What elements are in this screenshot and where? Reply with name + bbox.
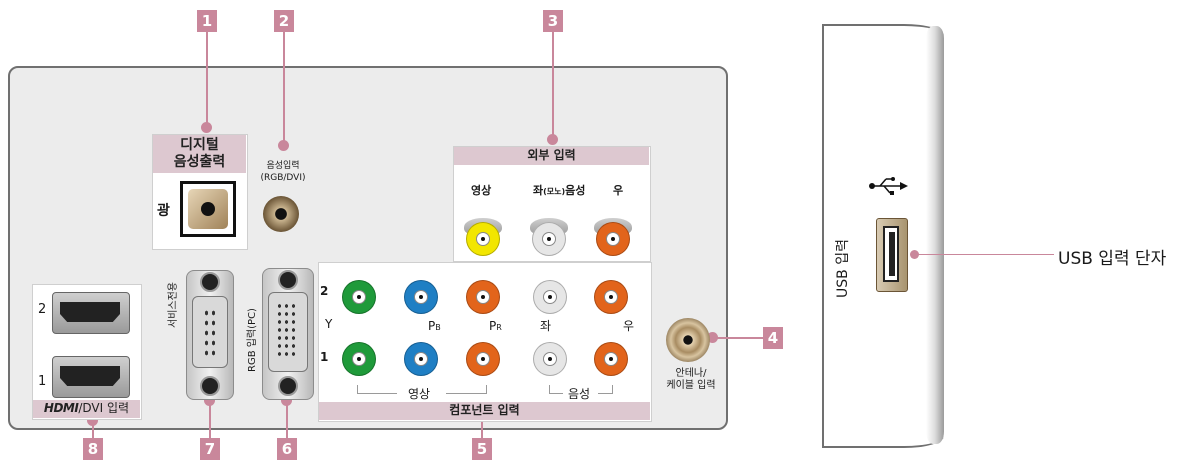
external-audio-label: 좌(모노)음성 <box>533 182 585 198</box>
leader-line-1 <box>206 32 208 126</box>
component-audio-bracket-right <box>598 393 612 394</box>
leader-line-4 <box>712 337 764 339</box>
antenna-jack <box>666 318 710 362</box>
usb-port-tongue <box>889 232 895 276</box>
component-pb-sub: B <box>435 323 441 332</box>
hdmi-1-port-slot <box>60 366 120 386</box>
component-y-2-jack <box>342 280 376 314</box>
digital-audio-out-header: 디지털 음성출력 <box>153 135 246 173</box>
component-pb-label: PB <box>428 319 441 333</box>
leader-dot-7 <box>204 395 215 406</box>
component-video-bracket-left-tick <box>357 385 358 394</box>
component-pr-p: P <box>489 319 497 333</box>
callout-1: 1 <box>197 10 217 32</box>
service-only-label: 서비스전용 <box>168 282 179 328</box>
leader-line-3 <box>552 32 554 138</box>
usb-input-label: USB 입력 <box>835 239 851 298</box>
component-video-bracket-right <box>446 393 486 394</box>
audio-in-jack <box>263 196 299 232</box>
hdmi-1-label: 1 <box>38 374 47 389</box>
component-audio-l-2-jack <box>533 280 567 314</box>
hdmi-2-label: 2 <box>38 302 47 317</box>
external-video-label: 영상 <box>471 184 492 197</box>
component-pr-2-jack <box>466 280 500 314</box>
component-audio-r-1-jack <box>594 342 628 376</box>
external-audio-word: 음성 <box>565 184 586 197</box>
hdmi-dvi-header: HDMI/DVI 입력 <box>33 400 140 418</box>
callout-6: 6 <box>277 438 297 460</box>
callout-8: 8 <box>83 438 103 460</box>
component-right-label: 우 <box>623 319 635 333</box>
callout-2: 2 <box>274 10 294 32</box>
leader-dot-8 <box>87 415 98 426</box>
component-video-bracket-left <box>357 393 397 394</box>
component-audio-r-2-jack <box>594 280 628 314</box>
service-port-screw-bottom <box>200 376 220 396</box>
component-row-2-label: 2 <box>320 284 329 298</box>
component-pr-label: PR <box>489 319 502 333</box>
component-input-header: 컴포넌트 입력 <box>319 402 650 420</box>
component-row-1-label: 1 <box>320 350 329 364</box>
rgb-port-pins <box>276 302 298 360</box>
external-video-jack <box>466 222 500 256</box>
component-left-label: 좌 <box>540 319 552 333</box>
leader-dot-6 <box>281 395 292 406</box>
external-mono-label: (모노) <box>543 187 566 196</box>
external-left-label: 좌 <box>533 184 544 197</box>
usb-leader-dot <box>910 250 919 259</box>
hdmi-logo: HDMI <box>43 401 79 415</box>
callout-5: 5 <box>472 438 492 460</box>
component-pb-1-jack <box>404 342 438 376</box>
callout-7: 7 <box>200 438 220 460</box>
hdmi-dvi-label: /DVI 입력 <box>78 401 130 415</box>
component-y-label: Y <box>325 317 333 331</box>
usb-terminal-label: USB 입력 단자 <box>1058 249 1167 269</box>
hdmi-2-port-slot <box>60 302 120 322</box>
optical-port-hole <box>201 202 215 216</box>
component-pb-2-jack <box>404 280 438 314</box>
component-y-1-jack <box>342 342 376 376</box>
component-audio-bracket-left <box>549 393 563 394</box>
component-pr-1-jack <box>466 342 500 376</box>
external-input-header: 외부 입력 <box>454 147 649 165</box>
callout-4: 4 <box>763 327 783 349</box>
usb-leader-line <box>918 254 1054 255</box>
component-audio-bracket-right-tick <box>612 385 613 394</box>
rgb-port-screw-top <box>278 270 298 290</box>
leader-dot-2 <box>278 140 289 151</box>
external-right-label: 우 <box>613 184 624 197</box>
component-video-label: 영상 <box>408 387 431 401</box>
leader-dot-1 <box>201 122 212 133</box>
usb-icon <box>868 176 908 200</box>
optical-label: 광 <box>157 203 170 219</box>
rgb-input-label: RGB 입력(PC) <box>247 308 258 372</box>
leader-line-2 <box>283 32 285 144</box>
leader-line-6 <box>286 400 288 438</box>
component-audio-bracket-left-tick <box>549 385 550 394</box>
leader-line-5 <box>481 416 483 438</box>
usb-symbol-icon <box>869 177 908 195</box>
component-audio-label: 음성 <box>568 387 591 401</box>
leader-dot-4 <box>707 332 718 343</box>
external-audio-r-jack <box>596 222 630 256</box>
leader-dot-3 <box>547 134 558 145</box>
callout-3: 3 <box>543 10 563 32</box>
rgb-port-screw-bottom <box>278 376 298 396</box>
component-pb-p: P <box>428 319 436 333</box>
audio-in-rgb-label: 음성입력 (RGB/DVI) <box>260 161 306 183</box>
component-video-bracket-right-tick <box>486 385 487 394</box>
service-port-pins <box>203 308 217 356</box>
antenna-label: 안테나/ 케이블 입력 <box>666 368 716 391</box>
service-port-screw-top <box>200 272 220 292</box>
component-audio-l-1-jack <box>533 342 567 376</box>
external-audio-l-jack <box>532 222 566 256</box>
component-pr-sub: R <box>496 323 502 332</box>
leader-line-8 <box>92 420 94 438</box>
side-panel-edge <box>926 26 944 444</box>
leader-line-7 <box>209 400 211 438</box>
